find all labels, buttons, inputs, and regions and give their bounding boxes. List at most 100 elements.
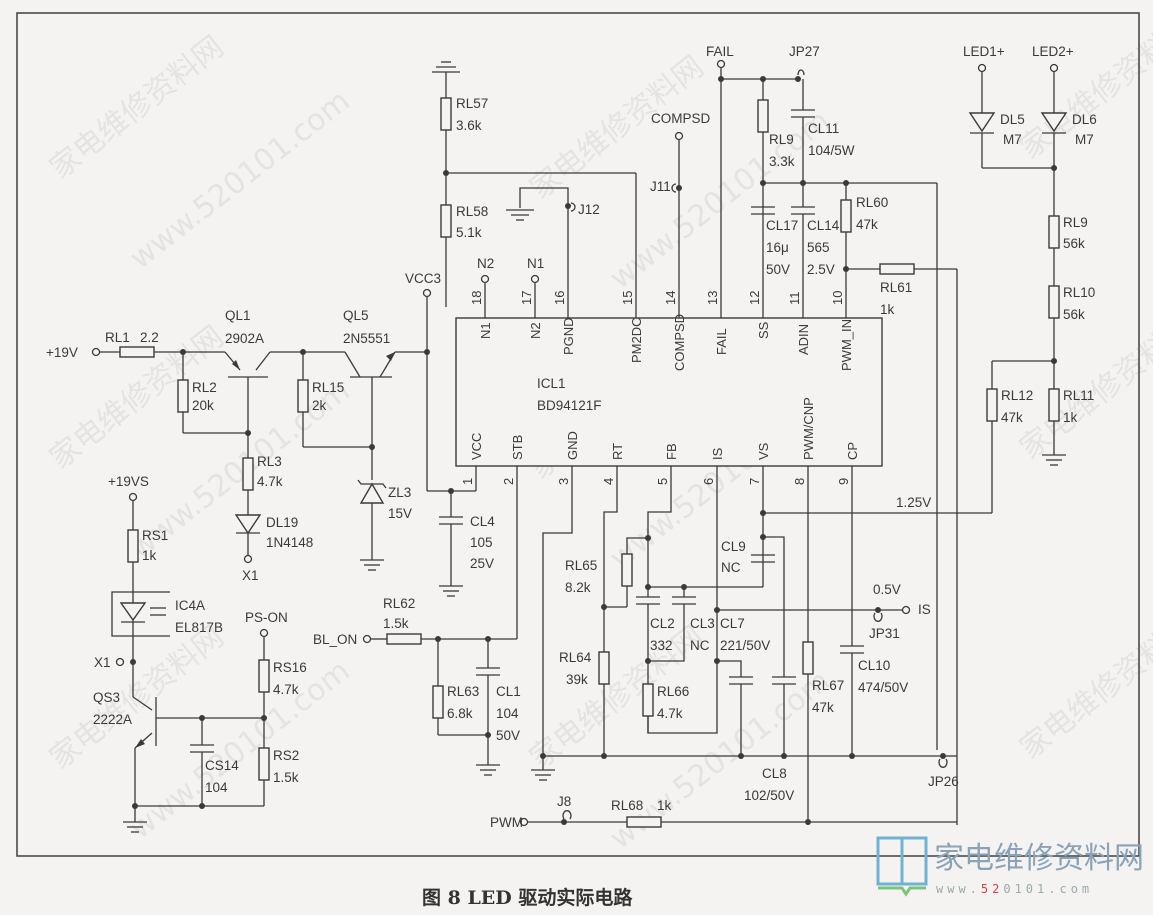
label-rl67: RL67 xyxy=(812,678,844,693)
ic-pin-number: 10 xyxy=(830,291,845,305)
value-rl12: 47k xyxy=(1001,410,1023,425)
terminal-vcc3[interactable] xyxy=(422,288,432,298)
terminal-bl-on[interactable] xyxy=(362,634,372,644)
ic-pin-number: 9 xyxy=(836,478,851,485)
value-rl3: 4.7k xyxy=(257,474,283,489)
label-cl10: CL10 xyxy=(858,658,890,673)
ic-part: BD94121F xyxy=(537,398,602,413)
label-rl10: RL10 xyxy=(1063,285,1095,300)
ground-icon xyxy=(432,61,460,73)
terminal-19v[interactable] xyxy=(91,347,101,357)
terminal-19vs[interactable] xyxy=(128,492,138,502)
terminal-pwm[interactable] xyxy=(519,817,529,827)
value-rl10: 56k xyxy=(1063,307,1085,322)
net-label-fail: FAIL xyxy=(706,44,734,59)
value-cl3: NC xyxy=(690,638,710,653)
jumper-jp26 xyxy=(938,758,948,768)
resistor-rl66 xyxy=(642,683,654,717)
resistor-rl10 xyxy=(1048,285,1060,319)
ic-pin-number: 15 xyxy=(620,291,635,305)
label-dl5: DL5 xyxy=(1000,112,1025,127)
value-cl10: 474/50V xyxy=(858,680,908,695)
net-label-compsd: COMPSD xyxy=(651,111,711,126)
value-rl9-top: 3.3k xyxy=(769,154,795,169)
ground-icon xyxy=(476,764,500,776)
resistor-rl57 xyxy=(440,97,452,131)
terminal-led2[interactable] xyxy=(1049,63,1059,73)
label-rl68: RL68 xyxy=(611,798,643,813)
ground-icon xyxy=(123,821,147,833)
jumper-j8 xyxy=(562,810,572,820)
value-rs1: 1k xyxy=(142,548,157,563)
resistor-rl61 xyxy=(879,263,915,275)
resistor-rl63 xyxy=(432,685,444,719)
ic-ref: ICL1 xyxy=(537,376,566,391)
resistor-rs2 xyxy=(258,747,270,781)
label-rl9-right: RL9 xyxy=(1063,215,1088,230)
net-label-x1-2: X1 xyxy=(94,655,111,670)
label-cl2: CL2 xyxy=(650,616,675,631)
ic-pin-name: PGND xyxy=(561,317,576,355)
label-cl1: CL1 xyxy=(496,684,521,699)
net-label-led1: LED1+ xyxy=(963,44,1005,59)
label-rl15: RL15 xyxy=(312,380,344,395)
label-cs14: CS14 xyxy=(205,758,239,773)
voltage-cl1: 50V xyxy=(496,728,520,743)
label-cl8: CL8 xyxy=(762,766,787,781)
value-cl2: 332 xyxy=(650,638,673,653)
resistor-rl64 xyxy=(598,651,610,685)
ic-pin-name: RT xyxy=(610,443,625,460)
value-dl5: M7 xyxy=(1003,132,1022,147)
label-jp31: JP31 xyxy=(869,626,900,641)
resistor-rl12 xyxy=(986,388,998,422)
value-dl6: M7 xyxy=(1075,132,1094,147)
ic-pin-name: ADIN xyxy=(796,324,811,355)
label-rl12: RL12 xyxy=(1001,388,1033,403)
label-j12: J12 xyxy=(578,202,600,217)
label-rl61: RL61 xyxy=(880,280,912,295)
terminal-led1[interactable] xyxy=(977,63,987,73)
value-rs16: 4.7k xyxy=(273,682,299,697)
jumper-j11 xyxy=(671,183,677,193)
watermark-text: 家电维修资料网 xyxy=(43,29,230,186)
ic-pin-name: PWM_IN xyxy=(839,319,854,371)
compensation-section: RL64 39k RL65 8.2k CL2 332 CL3 NC RL66 4… xyxy=(490,466,959,830)
terminal-fail[interactable] xyxy=(716,59,726,69)
ic-pin-name: VS xyxy=(756,442,771,460)
net-label-vcc3: VCC3 xyxy=(405,271,441,286)
terminal-ps-on[interactable] xyxy=(259,628,269,638)
standby-section: +19VS RS1 1k IC4A EL817B X1 QS3 2222A CS… xyxy=(93,474,307,833)
ic-pin-name: N2 xyxy=(528,322,543,339)
resistor-rl62 xyxy=(386,633,422,645)
label-ql5: QL5 xyxy=(343,308,369,323)
transistor-ql5 xyxy=(344,351,396,480)
terminal-n1[interactable] xyxy=(530,274,540,284)
figure-frame xyxy=(16,12,1140,857)
ic-pin-name: SS xyxy=(756,321,771,339)
site-logo: 家电维修资料网 www.520101.com xyxy=(876,836,1144,897)
terminal-is[interactable] xyxy=(901,605,911,615)
voltage-label-1-25v: 1.25V xyxy=(896,495,931,510)
ic-pin-number: 8 xyxy=(792,478,807,485)
resistor-rl3 xyxy=(242,457,254,491)
resistor-rs1 xyxy=(127,529,139,563)
resistor-rl9-33k xyxy=(757,99,769,133)
book-icon xyxy=(876,836,928,897)
label-rl1: RL1 xyxy=(105,330,130,345)
terminal-x1[interactable] xyxy=(243,554,253,564)
label-rl2: RL2 xyxy=(192,380,217,395)
value-cl7: 221/50V xyxy=(720,638,770,653)
label-ql1: QL1 xyxy=(225,308,251,323)
ground-icon xyxy=(1042,454,1066,466)
terminal-compsd[interactable] xyxy=(674,131,684,141)
jumper-j12 xyxy=(570,202,576,212)
net-label-19v: +19V xyxy=(46,345,78,360)
value-rl61: 1k xyxy=(880,302,895,317)
resistor-rl68 xyxy=(626,816,662,828)
terminal-x1-2[interactable] xyxy=(115,657,125,667)
value-rl60: 47k xyxy=(856,217,878,232)
net-label-is: IS xyxy=(918,602,931,617)
terminal-n2[interactable] xyxy=(480,274,490,284)
value-rl66: 4.7k xyxy=(657,706,683,721)
